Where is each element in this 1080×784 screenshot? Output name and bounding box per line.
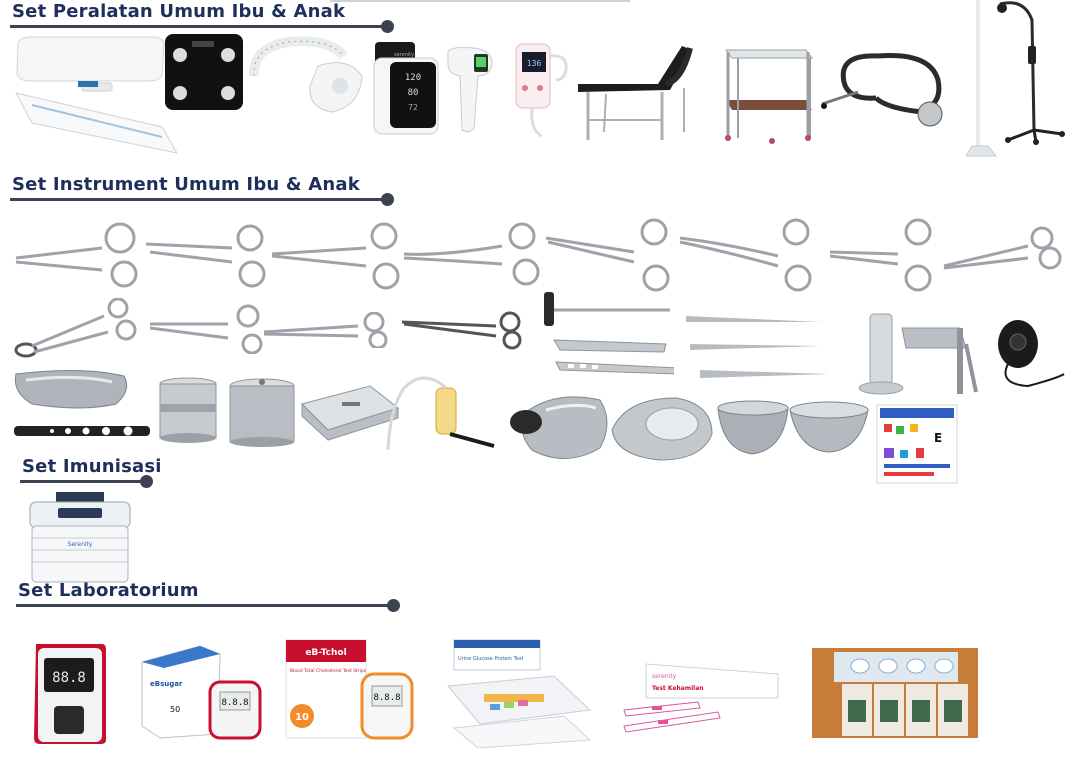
needle-holder-image [828,218,936,292]
pregnancy-test-image: serenity Test Kehamilan [622,658,782,734]
straight-scissors-image [262,312,394,348]
rule-end-dot [381,20,394,33]
section-title-imunisasi: Set Imunisasi [22,456,162,477]
scissors-image [12,218,140,290]
tweezers-image [684,312,826,382]
drum-sterilizer-image [158,376,218,444]
digital-scale-image [164,33,244,111]
urine-test-strips-image: Urine Glucose Protein Test [444,636,594,750]
speculum-tube-image [856,312,910,396]
svg-text:Serenity: Serenity [68,541,93,548]
rule-end-dot [140,475,153,488]
mosquito-forceps-image [942,226,1066,276]
svg-text:Urine Glucose Protein Test: Urine Glucose Protein Test [458,656,523,662]
bowl-large-image [788,398,870,454]
steel-container-image [228,376,298,448]
section-rule-instrument [10,193,394,206]
svg-text:8.8.8: 8.8.8 [373,693,400,703]
rule-end-dot [381,193,394,206]
infrared-thermometer-image [444,46,496,134]
urinal-image [506,392,612,464]
bedpan-image [606,394,716,464]
section-rule-peralatan [10,20,394,33]
svg-text:Test Kehamilan: Test Kehamilan [652,685,704,692]
long-forceps-image [678,218,814,292]
svg-text:serenity: serenity [394,52,414,58]
eye-chart-image: E [876,404,958,484]
measuring-tape-image [248,36,366,118]
stethoscope-image [818,48,946,128]
cholesterol-test-kit-image: eB-Tchol Blood Total Cholesterol Test St… [284,634,414,742]
section-rule-imunisasi [20,475,153,488]
tenaculum-forceps-image [148,304,266,354]
instrument-tray-image [298,382,400,442]
section-title-instrument: Set Instrument Umum Ibu & Anak [12,174,360,195]
glucose-test-kit-image: eBsugar 50 8.8.8 [140,642,262,740]
instrument-trolley-image [722,44,814,144]
artery-forceps-image [544,218,672,292]
svg-text:88.8: 88.8 [52,670,86,686]
svg-text:50: 50 [170,705,180,714]
stopwatch-image [988,318,1066,390]
sponge-forceps-image [14,298,140,362]
svg-text:136: 136 [527,59,542,68]
vaginal-speculum-image [900,318,982,396]
bandage-scissors-image [142,222,268,288]
fetal-doppler-image: 136 [510,40,570,142]
curved-forceps-image [400,310,526,350]
svg-text:8.8.8: 8.8.8 [221,698,248,708]
rule-end-dot [387,599,400,612]
svg-text:serenity: serenity [652,673,677,680]
forceps-image [270,220,402,292]
examination-lamp-image [966,0,1066,158]
section-rule-laboratorium [16,599,400,612]
hemostat-forceps-image [402,222,542,288]
reagent-boxes-photo [812,648,978,738]
svg-text:10: 10 [295,712,309,723]
section-title-peralatan: Set Peralatan Umum Ibu & Anak [12,1,346,22]
svg-text:Blood Total Cholesterol Test S: Blood Total Cholesterol Test Strips [290,668,367,674]
blood-pressure-monitor-image: 120 80 72 serenity [372,40,440,136]
svg-text:72: 72 [408,103,418,112]
section-title-laboratorium: Set Laboratorium [18,580,199,601]
svg-text:E: E [934,431,942,445]
svg-text:80: 80 [408,88,419,98]
mucus-extractor-image [384,368,502,454]
reflex-hammer-scalpel-image [540,290,674,376]
top-divider-line [330,0,630,2]
bowl-small-image [716,398,790,456]
baby-scale-image [12,35,177,155]
examination-bed-image [574,40,702,144]
svg-text:eBsugar: eBsugar [150,680,183,688]
blood-analyzer-image: 88.8 [30,640,108,746]
svg-text:eB-Tchol: eB-Tchol [305,648,346,658]
svg-text:120: 120 [405,73,421,83]
vaccine-cooler-image: Serenity [28,490,132,584]
kidney-dish-penlight-image [12,368,152,442]
